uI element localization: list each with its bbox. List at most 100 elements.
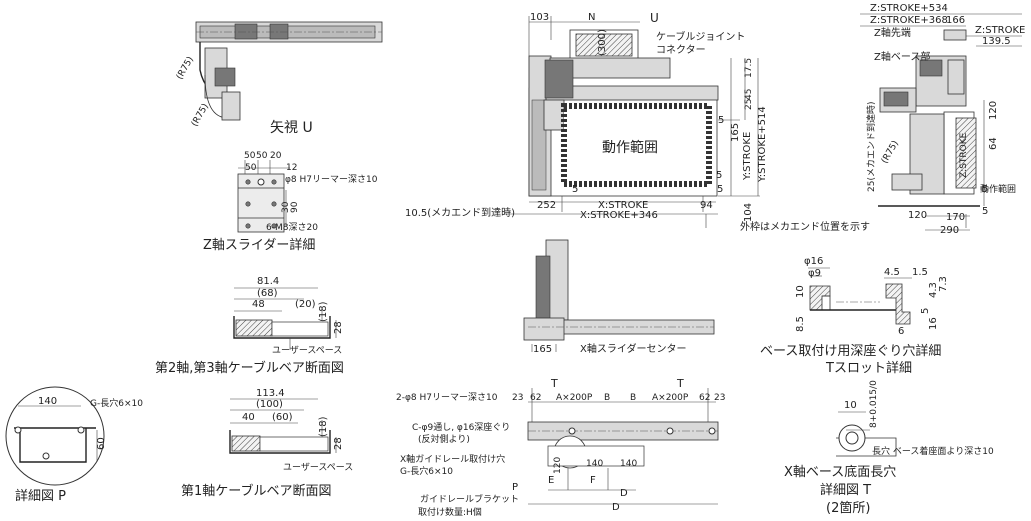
dim-t1: T: [550, 377, 558, 390]
dim-170: 170: [946, 212, 965, 223]
dim-140b: 140: [586, 459, 603, 469]
connector-label: コネクター: [656, 44, 706, 56]
main-top-view-drawing: [504, 16, 760, 228]
dim-48: 48: [252, 299, 265, 310]
dim-n: N: [588, 12, 595, 23]
dim-60p: (60): [272, 412, 293, 423]
counterbore-caption-2: Tスロット詳細: [825, 360, 912, 376]
dim-5e: 5: [982, 184, 988, 195]
dim-23: 23: [512, 393, 523, 403]
x-guide-note-2: G-長穴6×10: [400, 465, 453, 477]
dim-103: 103: [530, 12, 549, 23]
counterbore-caption-1: ベース取付け用深座ぐり穴詳細: [760, 343, 941, 359]
operating-range-label: 動作範囲: [602, 139, 658, 156]
dim-40: 40: [242, 412, 255, 423]
outer-frame-note: 外枠はメカエンド位置を示す: [740, 220, 870, 233]
dim-phi16: φ16: [804, 256, 823, 267]
dim-5d: 5: [718, 115, 724, 126]
dim-300: (300): [597, 29, 608, 56]
dim-5b: 5: [717, 184, 723, 195]
detail-p-drawing: [5, 386, 105, 486]
dim-62b: 62: [699, 393, 710, 403]
dim-p: P: [512, 482, 518, 493]
dim-y-stroke: Y:STROKE: [742, 132, 753, 181]
user-space-label-a: ユーザースペース: [272, 345, 342, 356]
mech-end-left-label: 10.5(メカエンド到達時): [405, 207, 515, 219]
dim-5f: 5: [982, 206, 988, 217]
dim-5a: 5: [572, 184, 578, 195]
dim-113-4: 113.4: [256, 388, 285, 399]
dim-166: 166: [946, 15, 965, 26]
view-u-drawing: (R75) (R75): [175, 21, 383, 129]
dim-10: 10: [795, 285, 806, 298]
dim-t2: T: [676, 377, 684, 390]
dim-y-stroke-514: Y:STROKE+514: [757, 106, 768, 183]
dim-d2: D: [612, 502, 620, 513]
dim-100: (100): [256, 399, 283, 410]
dim-90: 90: [290, 201, 300, 213]
slot-caption-3: (2箇所): [826, 500, 870, 516]
user-space-label-b: ユーザースペース: [283, 462, 353, 473]
dim-28b: 28: [333, 437, 344, 450]
slot-detail-t-drawing: [836, 411, 897, 457]
dim-165b: 165: [533, 344, 552, 355]
dim-18: (18): [318, 301, 329, 322]
dim-a200: A×200P: [556, 393, 593, 403]
dim-50b: 50: [256, 151, 268, 161]
x-slider-center-label: X軸スライダーセンター: [580, 342, 686, 355]
slot-caption-2: 詳細図 T: [820, 482, 871, 498]
cable-bear-1-drawing: [229, 398, 337, 454]
dim-5g: 5: [920, 308, 931, 314]
dim-7-3: 7.3: [938, 276, 949, 292]
g-slot-note-p: G-長穴6×10: [90, 397, 143, 409]
dim-e: E: [548, 475, 554, 486]
c-holes-note-1: C-φ9通し, φ16深座ぐり: [412, 421, 510, 433]
dim-12: 12: [286, 163, 297, 173]
dim-62: 62: [530, 393, 541, 403]
dim-x-stroke: X:STROKE: [598, 200, 648, 211]
dim-1-5: 1.5: [912, 267, 928, 278]
dim-64: 64: [988, 137, 999, 150]
dim-z-534: Z:STROKE+534: [870, 3, 948, 14]
counterbore-detail-drawing: [808, 267, 912, 325]
dim-23b: 23: [714, 393, 725, 403]
dim-139-5: 139.5: [982, 36, 1011, 47]
dim-140c: 140: [620, 459, 637, 469]
dim-140-p: 140: [38, 396, 57, 407]
bracket-note-2: 取付け数量:H個: [418, 506, 482, 518]
dim-4-5: 4.5: [884, 267, 900, 278]
dim-30: 30: [281, 201, 291, 213]
dim-17-5: 17.5: [744, 58, 754, 78]
dim-60-p: 60: [96, 437, 107, 450]
z-slider-detail-drawing: [237, 160, 290, 233]
dim-252: 252: [537, 200, 556, 211]
dim-6: 6: [898, 326, 904, 337]
dim-10b: 10: [844, 400, 857, 411]
view-u-caption: 矢視 U: [270, 120, 313, 136]
dim-28: 28: [333, 321, 344, 334]
slot-caption-1: X軸ベース底面長穴: [784, 464, 896, 480]
dim-18b: (18): [318, 416, 329, 437]
dim-50c: 50: [245, 163, 257, 173]
z-tip-label: Z軸先端: [874, 26, 911, 39]
dim-x-stroke-346: X:STROKE+346: [580, 210, 658, 221]
dim-81-4: 81.4: [257, 276, 279, 287]
radius-label-b: (R75): [190, 102, 211, 128]
cable-bear-23-caption: 第2軸,第3軸ケーブルベア断面図: [155, 360, 344, 376]
dim-8-5: 8.5: [795, 316, 806, 332]
dim-d1: D: [620, 488, 628, 499]
dim-z-stroke: Z:STROKE: [975, 25, 1025, 36]
x-guide-note-1: X軸ガイドレール取付け穴: [400, 453, 505, 465]
dim-20p: (20): [295, 299, 316, 310]
dim-20: 20: [270, 151, 282, 161]
reamer-note-base: 2-φ8 H7リーマー深さ10: [396, 392, 498, 403]
dim-94: 94: [700, 200, 713, 211]
dim-8-tolerance: 8+0.015/0: [869, 380, 879, 428]
dim-f: F: [590, 475, 596, 486]
radius-label-a: (R75): [175, 55, 196, 81]
dim-45: 45: [744, 89, 754, 100]
cable-bear-1-caption: 第1軸ケーブルベア断面図: [181, 483, 332, 499]
dim-104: 104: [743, 203, 754, 222]
dim-z-368: Z:STROKE+368: [870, 15, 948, 26]
